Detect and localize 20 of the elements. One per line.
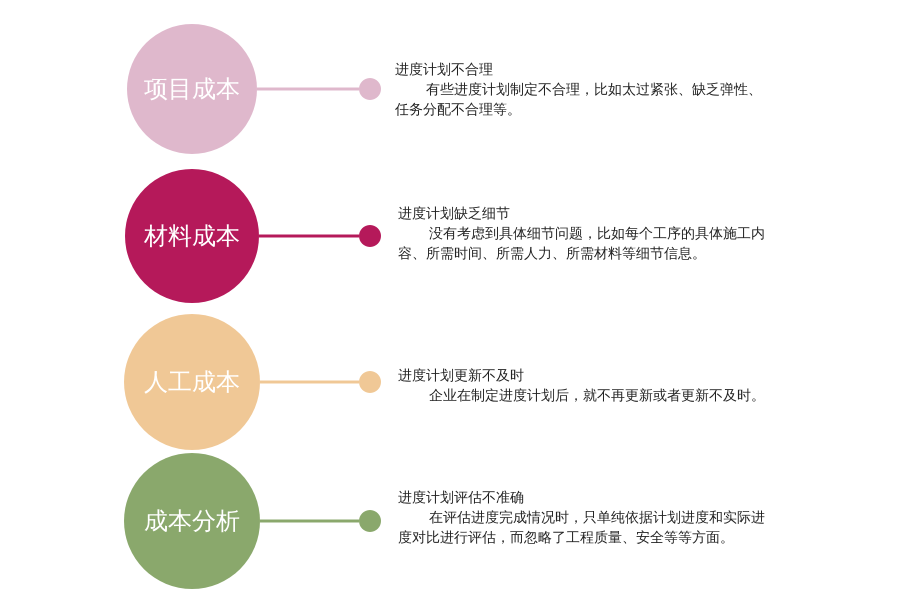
heading-text: 进度计划不合理 bbox=[395, 61, 493, 80]
dot bbox=[359, 510, 381, 532]
dot bbox=[359, 371, 381, 393]
heading-text: 进度计划评估不准确 bbox=[398, 489, 524, 508]
description-text: 没有考虑到具体细节问题，比如每个工序的具体施工内容、所需时间、所需人力、所需材料等细节信息。 bbox=[398, 225, 766, 264]
heading-text: 进度计划缺乏细节 bbox=[398, 205, 510, 224]
connector-line bbox=[257, 88, 359, 90]
circle-label: 材料成本 bbox=[144, 221, 240, 252]
circle-label: 成本分析 bbox=[144, 506, 240, 537]
connector-line bbox=[260, 520, 359, 522]
description-text: 在评估进度完成情况时，只单纯依据计划进度和实际进度对比进行评估，而忽略了工程质量、安全等等方面。 bbox=[398, 509, 766, 548]
dot bbox=[359, 225, 381, 247]
description-text: 企业在制定进度计划后，就不再更新或者更新不及时。 bbox=[428, 387, 766, 406]
circle-label: 项目成本 bbox=[144, 74, 240, 105]
connector-line bbox=[259, 234, 359, 238]
dot bbox=[359, 78, 381, 100]
description-text: 有些进度计划制定不合理，比如太过紧张、缺乏弹性、任务分配不合理等。 bbox=[395, 81, 763, 120]
circle-label: 人工成本 bbox=[144, 367, 240, 398]
connector-line bbox=[260, 380, 359, 384]
heading-text: 进度计划更新不及时 bbox=[398, 367, 524, 386]
